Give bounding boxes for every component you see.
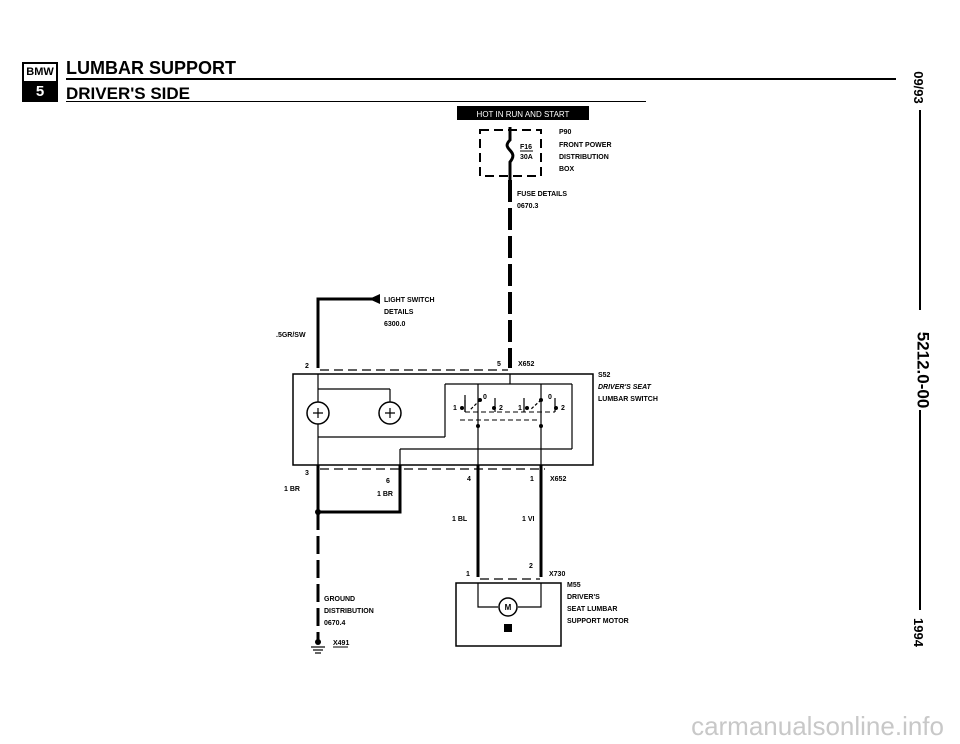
switch-pos-0-left: 0 [483, 394, 487, 401]
ground-connector: X491 [333, 640, 349, 647]
logo-series: 5 [24, 83, 56, 100]
bmw-5-logo: BMW 5 [22, 62, 58, 102]
title-rule-bottom [66, 101, 646, 102]
switch-s52-box [292, 373, 594, 466]
logo-brand: BMW [24, 64, 56, 83]
title-rule-top [66, 78, 896, 80]
connector-x652-bottom: X652 [550, 476, 566, 483]
motor-lead-left [477, 583, 498, 608]
fusebox-outline [479, 129, 542, 177]
switch-name-2: LUMBAR SWITCH [598, 396, 658, 403]
pin-6-label: 6 [386, 478, 390, 485]
motor-case-ground [504, 624, 512, 632]
motor-lead-right [518, 583, 542, 608]
ground-splice [315, 509, 321, 515]
ground-icon [311, 639, 325, 654]
fuse-rating: 30A [520, 154, 533, 161]
sidebar-rule-1 [919, 110, 921, 310]
ground-label-2: DISTRIBUTION [324, 608, 374, 615]
pin-5-label: 5 [497, 361, 501, 368]
pin-2-label: 2 [305, 363, 309, 370]
wire-1bl: 1 BL [452, 516, 468, 523]
illumination-lamp-left [306, 401, 330, 425]
fusebox-id: P90 [559, 129, 572, 136]
light-switch-2: DETAILS [384, 309, 414, 316]
light-switch-wire [316, 297, 377, 368]
motor-name-3: SUPPORT MOTOR [567, 618, 629, 625]
light-switch-1: LIGHT SWITCH [384, 297, 435, 304]
switch-pos-2-left: 2 [499, 405, 503, 412]
motor-symbol: M [505, 603, 512, 612]
fusebox-name-1: FRONT POWER [559, 142, 612, 149]
connector-x730: X730 [549, 571, 565, 578]
ground-label-1: GROUND [324, 596, 355, 603]
wire-1br-left: 1 BR [284, 486, 300, 493]
switch-id: S52 [598, 372, 611, 379]
ground-label-3: 0670.4 [324, 620, 346, 627]
switch-contacts [460, 398, 558, 428]
light-switch-arrow [369, 294, 380, 304]
switch-pos-1-right: 1 [518, 405, 522, 412]
fuse-label: F16 [520, 144, 532, 151]
light-switch-3: 6300.0 [384, 321, 406, 328]
watermark: carmanualsonline.info [691, 711, 944, 741]
fuse-f16-symbol [505, 127, 515, 180]
connector-x652-top: X652 [518, 361, 534, 368]
switch-pos-0-right: 0 [548, 394, 552, 401]
wire-grsw-label: .5GR/SW [276, 332, 306, 339]
motor-id: M55 [567, 582, 581, 589]
page-subtitle: DRIVER'S SIDE [66, 84, 191, 103]
fusebox-name-3: BOX [559, 166, 575, 173]
wire-1br-right: 1 BR [377, 491, 393, 498]
fusebox-name-2: DISTRIBUTION [559, 154, 609, 161]
illumination-lamp-right [378, 401, 402, 425]
pin-3-label: 3 [305, 470, 309, 477]
motor-name-2: SEAT LUMBAR [567, 606, 617, 613]
hot-in-run-banner [457, 106, 589, 120]
motor-pin-2: 2 [529, 563, 533, 570]
motor-m55-box [455, 582, 562, 647]
pin-4-label: 4 [467, 476, 471, 483]
switch-pos-2-right: 2 [561, 405, 565, 412]
switch-name-1: DRIVER'S SEAT [598, 384, 652, 391]
fuse-details-2: 0670.3 [517, 203, 539, 210]
switch-pos-1-left: 1 [453, 405, 457, 412]
ground-wires [316, 465, 402, 514]
banner-text: HOT IN RUN AND START [477, 110, 570, 119]
motor-name-1: DRIVER'S [567, 594, 600, 601]
sidebar-rule-2 [919, 410, 921, 610]
motor-pin-1: 1 [466, 571, 470, 578]
fuse-details-1: FUSE DETAILS [517, 191, 567, 198]
page-title: LUMBAR SUPPORT [66, 58, 236, 78]
motor-icon [498, 597, 518, 617]
wire-1vi: 1 VI [522, 516, 535, 523]
pin-1-label: 1 [530, 476, 534, 483]
